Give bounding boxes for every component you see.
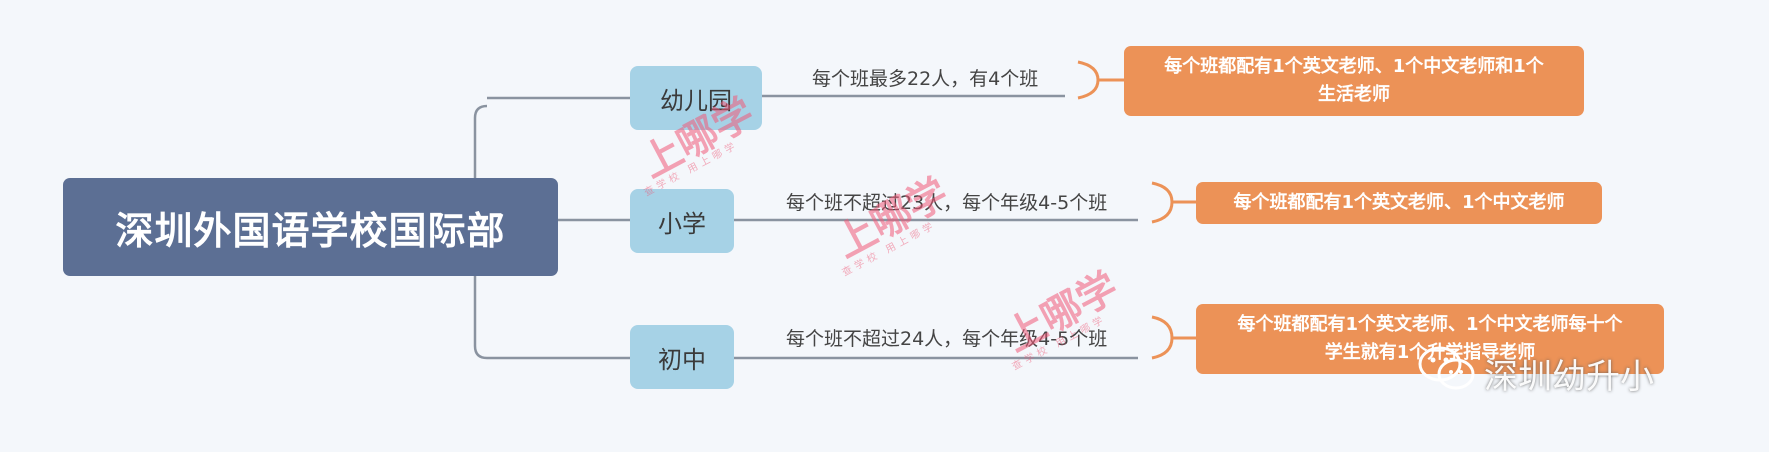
detail-line: 每个班都配有1个英文老师、1个中文老师每十个: [1237, 314, 1623, 335]
level-node-primary: 小学: [630, 189, 734, 253]
detail-middle: 每个班都配有1个英文老师、1个中文老师每十个 学生就有1个升学指导老师: [1196, 304, 1664, 374]
root-node: 深圳外国语学校国际部: [63, 178, 558, 276]
level-label: 幼儿园: [660, 86, 732, 115]
note-middle: 每个班不超过24人，每个年级4-5个班: [786, 328, 1108, 350]
detail-primary: 每个班都配有1个英文老师、1个中文老师: [1196, 182, 1602, 224]
brand-text: 深圳幼升小: [1484, 356, 1654, 397]
level-label: 小学: [658, 209, 706, 238]
detail-line: 每个班都配有1个英文老师、1个中文老师和1个: [1164, 56, 1544, 77]
brace-middle: [1151, 315, 1174, 360]
level-node-middle: 初中: [630, 325, 734, 389]
detail-kindergarten: 每个班都配有1个英文老师、1个中文老师和1个 生活老师: [1124, 46, 1584, 116]
brace-kindergarten: [1077, 60, 1100, 100]
detail-line: 学生就有1个升学指导老师: [1324, 342, 1536, 363]
level-label: 初中: [658, 345, 706, 374]
note-kindergarten: 每个班最多22人，有4个班: [812, 68, 1039, 90]
root-label: 深圳外国语学校国际部: [115, 208, 506, 253]
detail-line: 每个班都配有1个英文老师、1个中文老师: [1233, 192, 1565, 213]
level-node-kindergarten: 幼儿园: [630, 66, 762, 130]
brand-watermark: 深圳幼升小: [1418, 346, 1718, 401]
wechat-icon: [1418, 346, 1476, 401]
note-primary: 每个班不超过23人，每个年级4-5个班: [786, 192, 1108, 214]
detail-line: 生活老师: [1318, 84, 1390, 105]
brace-primary: [1151, 181, 1174, 224]
